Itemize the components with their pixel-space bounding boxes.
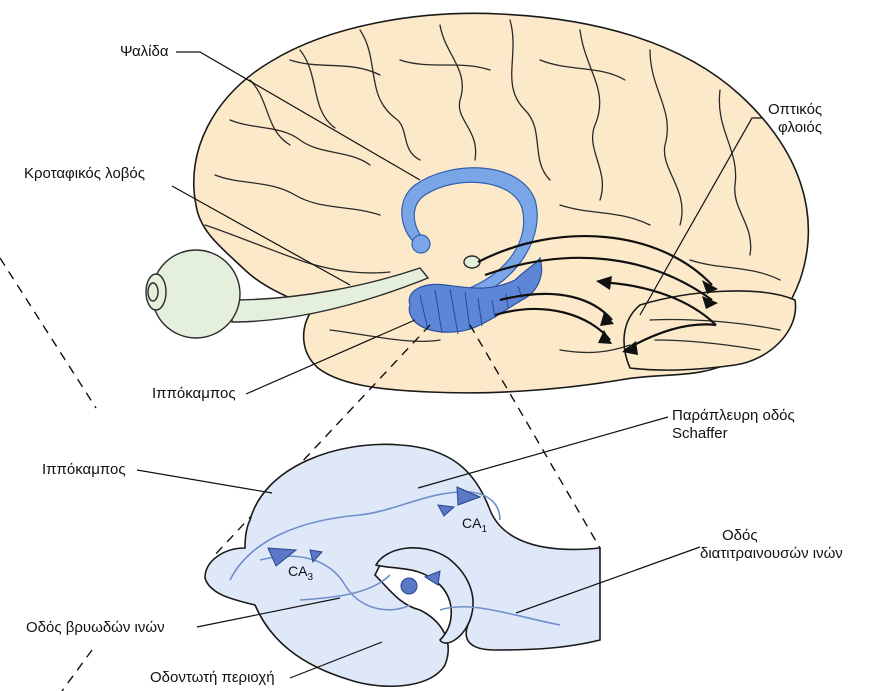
label-schaffer-2: Schaffer: [672, 425, 728, 442]
dentate-granule-cell: [401, 578, 417, 594]
label-temporal-lobe: Κροταφικός λοβός: [24, 165, 145, 182]
label-dentate: Οδοντωτή περιοχή: [150, 669, 275, 686]
label-hippocampus-top: Ιππόκαμπος: [152, 385, 236, 402]
brain: [194, 13, 809, 392]
label-visual-cortex-2: φλοιός: [778, 119, 822, 136]
label-visual-cortex-1: Οπτικός: [768, 101, 822, 118]
label-schaffer-1: Παράπλευρη οδός: [672, 407, 795, 424]
hippocampus-slice: [205, 444, 600, 686]
label-perforant-2: διατιτραινουσών ινών: [700, 545, 843, 562]
label-perforant-1: Οδός: [722, 527, 758, 544]
label-hippocampus-slice: Ιππόκαμπος: [42, 461, 126, 478]
label-fornix: Ψαλίδα: [120, 43, 169, 60]
label-mossy-fiber: Οδός βρυωδών ινών: [26, 619, 165, 636]
